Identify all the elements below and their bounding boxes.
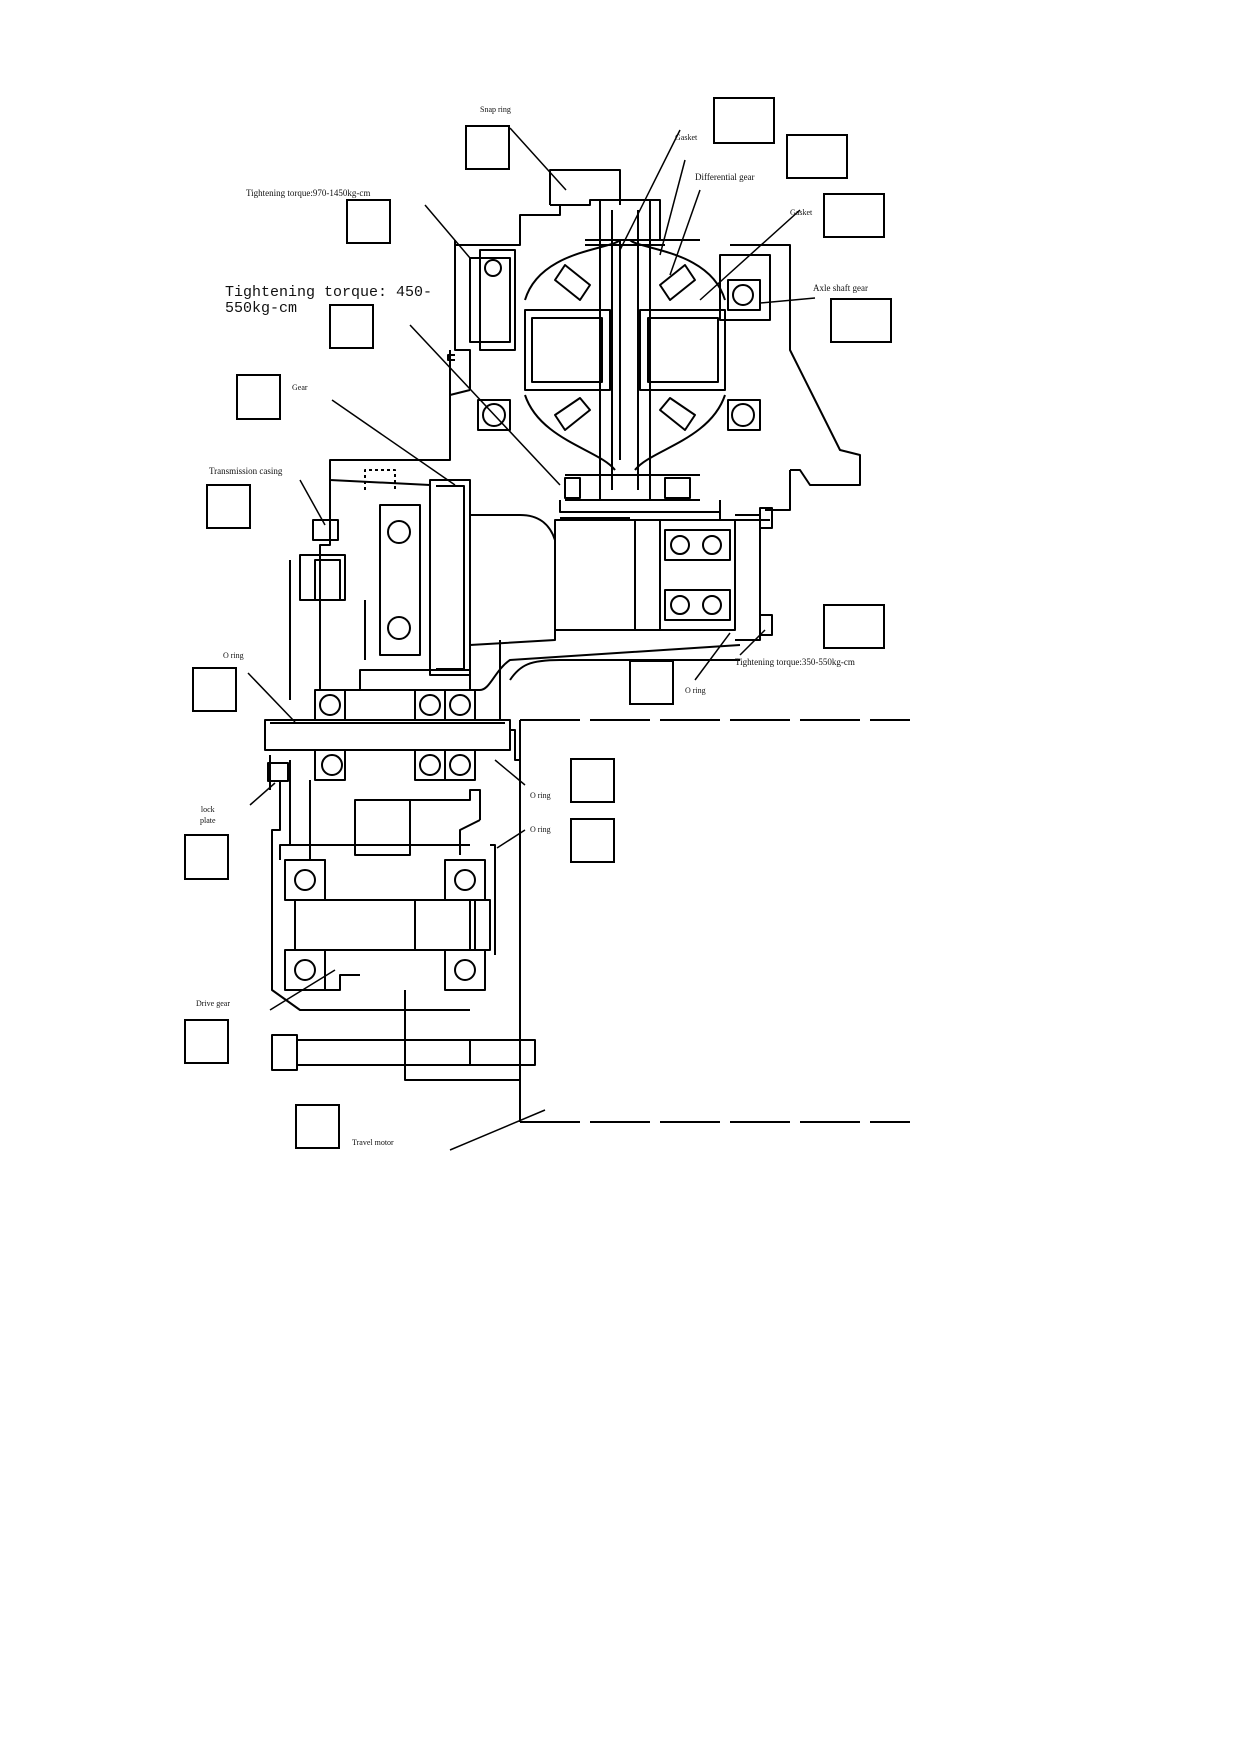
travel-motor-label: Travel motor bbox=[352, 1138, 394, 1147]
o-ring-left-label: O ring bbox=[223, 651, 244, 660]
answer-box-3[interactable] bbox=[786, 134, 848, 179]
answer-box-6[interactable] bbox=[830, 298, 892, 343]
answer-box-17[interactable] bbox=[295, 1104, 340, 1149]
torque-450-label: Tightening torque: 450- 550kg-cm bbox=[225, 284, 433, 317]
answer-box-9[interactable] bbox=[206, 484, 251, 529]
differential-housing bbox=[329, 169, 861, 521]
gasket-right-label: Gasket bbox=[790, 208, 813, 217]
lock-plate-label: lock plate bbox=[200, 805, 216, 825]
answer-box-14[interactable] bbox=[570, 818, 615, 863]
leader-lines bbox=[247, 127, 816, 1151]
gear-label: Gear bbox=[292, 383, 308, 392]
answer-box-1[interactable] bbox=[465, 125, 510, 170]
answer-box-11[interactable] bbox=[629, 660, 674, 705]
answer-box-12[interactable] bbox=[192, 667, 237, 712]
lower-transmission-casing bbox=[264, 640, 536, 1081]
middle-gear-section bbox=[289, 469, 773, 700]
answer-box-16[interactable] bbox=[184, 1019, 229, 1064]
axle-shaft-gear-label: Axle shaft gear bbox=[813, 283, 868, 293]
answer-box-15[interactable] bbox=[184, 834, 229, 880]
torque-350-label: Tightening torque:350-550kg-cm bbox=[735, 657, 855, 667]
o-ring-mid-label: O ring bbox=[685, 686, 706, 695]
answer-box-10[interactable] bbox=[823, 604, 885, 649]
gasket-top-label: Gasket bbox=[675, 133, 698, 142]
answer-box-2[interactable] bbox=[713, 97, 775, 144]
answer-box-13[interactable] bbox=[570, 758, 615, 803]
answer-box-7[interactable] bbox=[329, 304, 374, 349]
o-ring-lower2-label: O ring bbox=[530, 825, 551, 834]
answer-box-8[interactable] bbox=[236, 374, 281, 420]
transmission-casing-label: Transmission casing bbox=[209, 466, 283, 476]
snap-ring-label: Snap ring bbox=[480, 105, 511, 114]
answer-box-4[interactable] bbox=[346, 199, 391, 244]
answer-box-5[interactable] bbox=[823, 193, 885, 238]
differential-gear-label: Differential gear bbox=[695, 172, 755, 182]
drive-gear-label: Drive gear bbox=[196, 999, 230, 1008]
mounting-lines bbox=[519, 719, 910, 1123]
o-ring-lower1-label: O ring bbox=[530, 791, 551, 800]
torque-970-label: Tightening torque:970-1450kg-cm bbox=[246, 188, 371, 198]
